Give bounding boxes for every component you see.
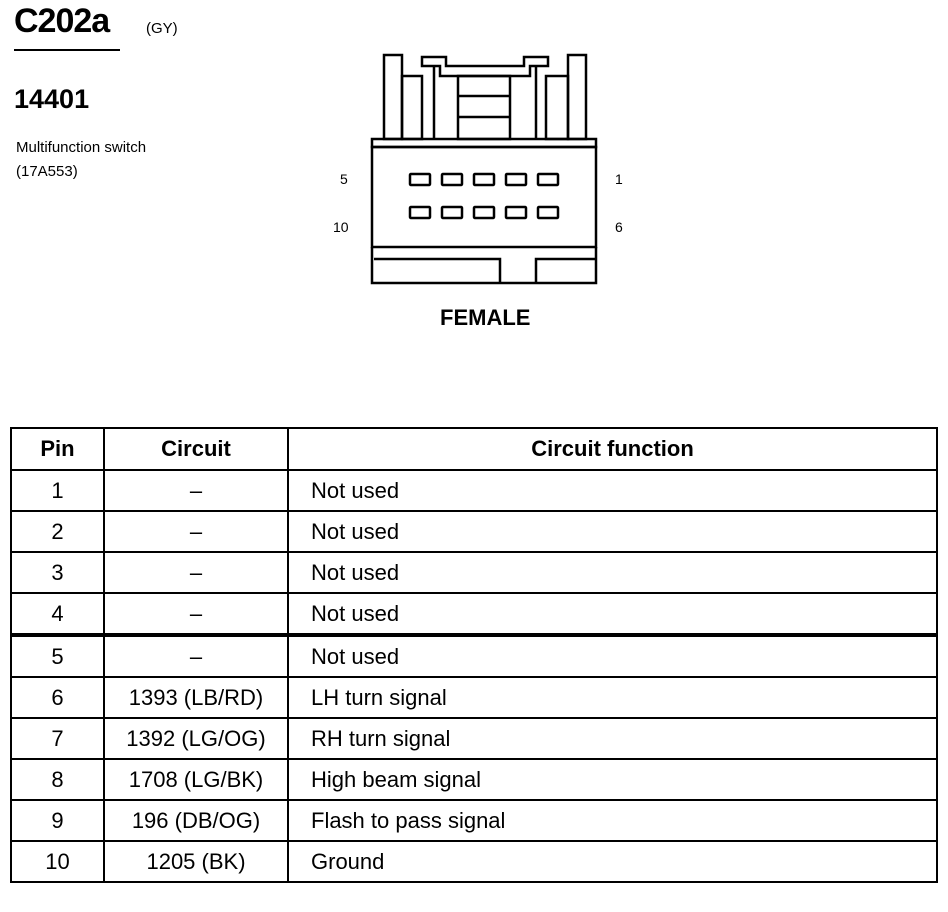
function-cell: Not used	[287, 510, 938, 553]
pin-label-top-right: 1	[615, 171, 623, 187]
function-cell: Flash to pass signal	[287, 799, 938, 842]
cavity-2	[504, 172, 528, 187]
function-cell: High beam signal	[287, 758, 938, 801]
table-row: 9 196 (DB/OG) Flash to pass signal	[10, 799, 938, 842]
header-circuit: Circuit	[103, 427, 289, 471]
cavity-5	[408, 172, 432, 187]
table-row: 2 – Not used	[10, 510, 938, 553]
housing	[370, 145, 598, 249]
circuit-cell: 1708 (LG/BK)	[103, 758, 289, 801]
left-latch	[382, 53, 404, 141]
circuit-cell: –	[103, 510, 289, 553]
cavity-6	[536, 205, 560, 220]
connector-id: C202a	[14, 2, 110, 40]
function-cell: Not used	[287, 551, 938, 594]
table-row: 4 – Not used	[10, 592, 938, 636]
function-cell: LH turn signal	[287, 676, 938, 719]
connector-diagram	[370, 53, 598, 285]
cavity-3	[472, 172, 496, 187]
pin-cell: 5	[10, 633, 105, 678]
pin-cell: 10	[10, 840, 105, 883]
circuit-cell: 1392 (LG/OG)	[103, 717, 289, 760]
pin-cell: 7	[10, 717, 105, 760]
center-tab	[420, 55, 550, 78]
circuit-cell: –	[103, 633, 289, 678]
bottom-keyway	[374, 257, 596, 283]
right-latch-inner	[544, 74, 570, 141]
pin-label-bottom-right: 6	[615, 219, 623, 235]
connector-underline	[14, 49, 120, 51]
function-cell: Not used	[287, 592, 938, 636]
function-cell: RH turn signal	[287, 717, 938, 760]
pin-cell: 3	[10, 551, 105, 594]
circuit-cell: –	[103, 469, 289, 512]
center-tab-body	[456, 74, 512, 141]
cavity-9	[440, 205, 464, 220]
circuit-cell: –	[103, 592, 289, 636]
cavity-8	[472, 205, 496, 220]
component-name: Multifunction switch	[16, 139, 147, 156]
right-latch	[566, 53, 588, 141]
cavity-7	[504, 205, 528, 220]
pin-cell: 9	[10, 799, 105, 842]
pin-label-bottom-left: 10	[333, 219, 349, 235]
bottom-rail	[370, 247, 598, 285]
pin-cell: 4	[10, 592, 105, 636]
left-latch-inner	[400, 74, 424, 141]
circuit-cell: 196 (DB/OG)	[103, 799, 289, 842]
table-row: 8 1708 (LG/BK) High beam signal	[10, 758, 938, 801]
cavity-4	[440, 172, 464, 187]
table-row: 7 1392 (LG/OG) RH turn signal	[10, 717, 938, 760]
table-row: 6 1393 (LB/RD) LH turn signal	[10, 676, 938, 719]
header-circuit-function: Circuit function	[287, 427, 938, 471]
connector-color: (GY)	[146, 20, 178, 37]
table-row: 1 – Not used	[10, 469, 938, 512]
table-row: 5 – Not used	[10, 633, 938, 678]
circuit-cell: 1205 (BK)	[103, 840, 289, 883]
table-header-row: Pin Circuit Circuit function	[10, 427, 938, 471]
pin-label-top-left: 5	[340, 171, 348, 187]
table-row: 10 1205 (BK) Ground	[10, 840, 938, 883]
circuit-cell: 1393 (LB/RD)	[103, 676, 289, 719]
circuit-cell: –	[103, 551, 289, 594]
part-number: 14401	[14, 84, 90, 114]
cavity-1	[536, 172, 560, 187]
component-code: (17A553)	[16, 163, 78, 180]
pin-cell: 6	[10, 676, 105, 719]
function-cell: Not used	[287, 469, 938, 512]
pin-cell: 1	[10, 469, 105, 512]
function-cell: Ground	[287, 840, 938, 883]
header-pin: Pin	[10, 427, 105, 471]
pin-cell: 8	[10, 758, 105, 801]
table-row: 3 – Not used	[10, 551, 938, 594]
cavity-10	[408, 205, 432, 220]
pin-cell: 2	[10, 510, 105, 553]
gender-label: FEMALE	[440, 305, 531, 330]
pinout-table: Pin Circuit Circuit function 1 – Not use…	[10, 427, 938, 883]
function-cell: Not used	[287, 633, 938, 678]
